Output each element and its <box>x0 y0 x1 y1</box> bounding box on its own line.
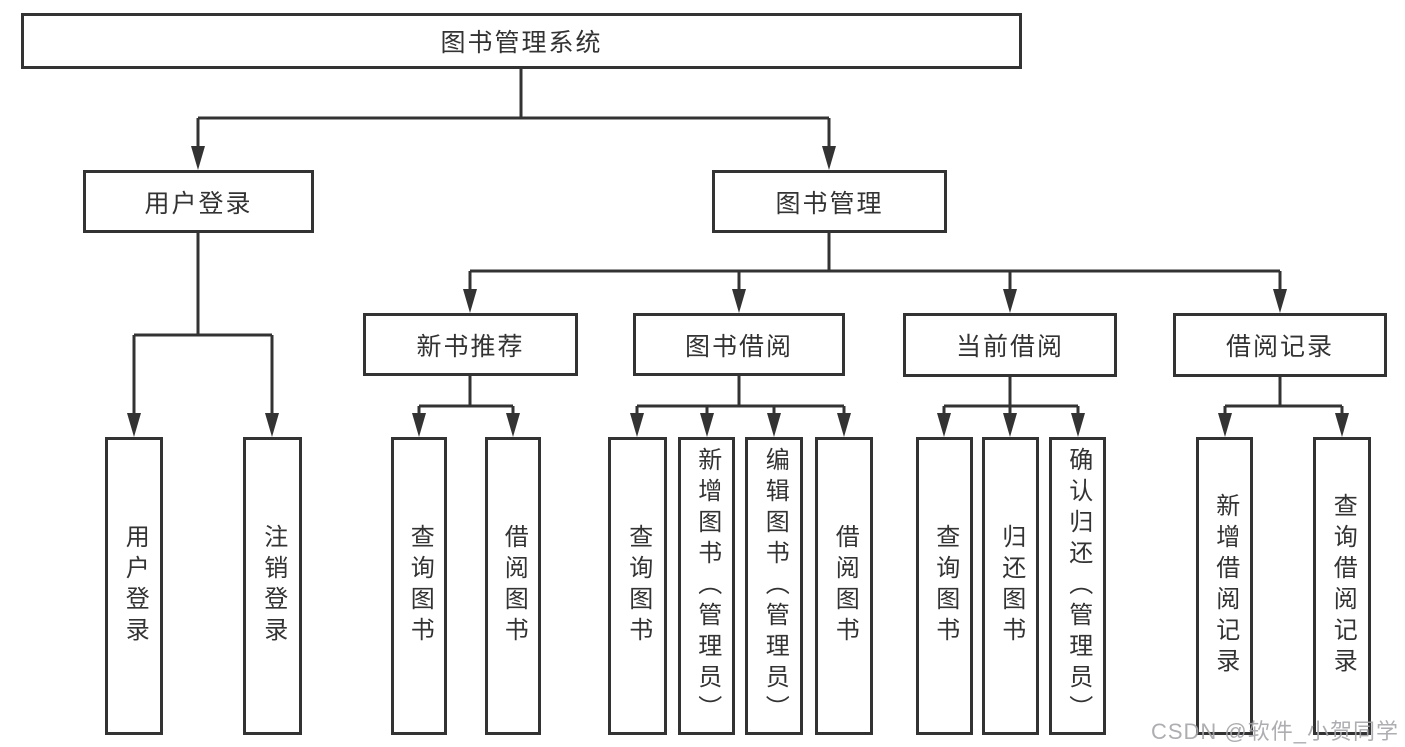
node-current-borrow: 当前借阅 <box>903 313 1117 377</box>
leaf-add-borrow-record: 新增借阅记录 <box>1196 437 1253 735</box>
node-root-label: 图书管理系统 <box>440 29 603 57</box>
node-user-login: 用户登录 <box>83 170 314 233</box>
leaf-query-book-current-label: 查询图书 <box>931 524 959 648</box>
node-book-borrow-label: 图书借阅 <box>684 332 793 361</box>
node-borrow-record: 借阅记录 <box>1173 313 1387 377</box>
leaf-edit-book-admin: 编辑图书（管理员） <box>745 437 803 735</box>
node-book-management-label: 图书管理 <box>775 189 884 218</box>
node-user-login-label: 用户登录 <box>144 189 253 218</box>
leaf-confirm-return-admin: 确认归还（管理员） <box>1049 437 1106 735</box>
leaf-confirm-return-admin-label: 确认归还（管理员） <box>1064 446 1092 726</box>
leaf-query-book-recommend: 查询图书 <box>391 437 447 735</box>
node-book-management: 图书管理 <box>712 170 947 233</box>
leaf-query-book-current: 查询图书 <box>916 437 973 735</box>
leaf-query-borrow-record: 查询借阅记录 <box>1313 437 1371 735</box>
leaf-add-book-admin-label: 新增图书（管理员） <box>693 446 721 726</box>
leaf-logout-label: 注销登录 <box>259 524 287 648</box>
node-current-borrow-label: 当前借阅 <box>955 333 1064 361</box>
leaf-logout: 注销登录 <box>243 437 302 735</box>
csdn-watermark: CSDN @软件_小贺同学 <box>1150 719 1399 744</box>
leaf-query-borrow-record-label: 查询借阅记录 <box>1329 493 1357 679</box>
node-root: 图书管理系统 <box>21 13 1022 69</box>
leaf-query-book-borrow-label: 查询图书 <box>624 524 652 648</box>
leaf-add-book-admin: 新增图书（管理员） <box>678 437 735 735</box>
leaf-user-login: 用户登录 <box>105 437 163 735</box>
leaf-user-login-label: 用户登录 <box>121 524 149 648</box>
leaf-edit-book-admin-label: 编辑图书（管理员） <box>761 446 789 726</box>
leaf-borrow-book-label: 借阅图书 <box>831 524 859 648</box>
node-new-book-recommend: 新书推荐 <box>363 313 578 376</box>
leaf-borrow-book-recommend: 借阅图书 <box>485 437 541 735</box>
leaf-return-book: 归还图书 <box>982 437 1039 735</box>
node-borrow-record-label: 借阅记录 <box>1225 333 1334 361</box>
node-book-borrow: 图书借阅 <box>633 313 845 376</box>
leaf-query-book-recommend-label: 查询图书 <box>406 524 434 648</box>
leaf-borrow-book: 借阅图书 <box>815 437 873 735</box>
leaf-add-borrow-record-label: 新增借阅记录 <box>1211 493 1239 679</box>
node-new-book-recommend-label: 新书推荐 <box>416 332 525 361</box>
leaf-query-book-borrow: 查询图书 <box>608 437 667 735</box>
leaf-borrow-book-recommend-label: 借阅图书 <box>500 524 528 648</box>
leaf-return-book-label: 归还图书 <box>997 524 1025 648</box>
